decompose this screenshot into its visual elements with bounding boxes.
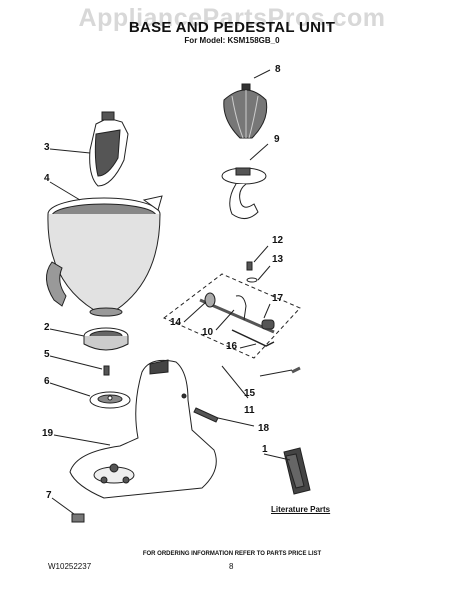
leader-line <box>239 343 257 349</box>
leader-line <box>263 453 291 461</box>
hinge-assembly-box <box>163 273 301 374</box>
leader-line <box>253 245 269 263</box>
clamping-plate-part <box>83 327 129 351</box>
callout-15: 15 <box>244 388 256 399</box>
screw-part <box>103 365 110 376</box>
dough-hook-part <box>221 167 267 219</box>
leader-line <box>215 309 235 331</box>
model-line: For Model: KSM158GB_0 <box>184 36 280 45</box>
literature-parts-label: Literature Parts <box>271 505 331 514</box>
leader-line <box>263 303 271 319</box>
ordering-note: FOR ORDERING INFORMATION REFER TO PARTS … <box>142 551 322 557</box>
leader-line <box>217 417 255 427</box>
leader-line <box>249 143 269 161</box>
callout-3: 3 <box>44 142 50 153</box>
callout-19: 19 <box>42 428 54 439</box>
callout-12: 12 <box>272 235 284 246</box>
leader-line <box>221 365 249 399</box>
document-number: W10252237 <box>48 562 92 571</box>
flat-beater-part <box>89 111 129 187</box>
watermark: AppliancePartsPros.com <box>78 4 386 32</box>
leader-line <box>49 382 91 397</box>
callout-16: 16 <box>226 341 238 352</box>
callout-13: 13 <box>272 254 284 265</box>
leader-line <box>183 301 207 323</box>
rubber-foot-part <box>71 513 85 523</box>
wire-whip-part <box>223 83 268 139</box>
leader-line <box>257 265 271 281</box>
callout-11: 11 <box>244 405 255 416</box>
leader-line <box>49 148 91 154</box>
callout-14: 14 <box>170 317 182 328</box>
callout-2: 2 <box>44 322 50 333</box>
page-number: 8 <box>229 562 234 571</box>
leader-line <box>49 181 81 201</box>
mixing-bowl-part <box>46 195 163 317</box>
leader-line <box>51 497 75 515</box>
callout-4: 4 <box>44 173 50 184</box>
callout-8: 8 <box>275 64 281 75</box>
callout-18: 18 <box>258 423 270 434</box>
base-pedestal-part <box>69 359 217 499</box>
callout-7: 7 <box>46 490 52 501</box>
leader-line <box>53 434 111 446</box>
callout-5: 5 <box>44 349 50 360</box>
callout-9: 9 <box>274 134 280 145</box>
callout-10: 10 <box>202 327 214 338</box>
callout-1: 1 <box>262 444 268 455</box>
literature-booklet-part <box>283 447 311 495</box>
page-title: BASE AND PEDESTAL UNIT <box>128 19 336 36</box>
callout-6: 6 <box>44 376 50 387</box>
bowl-plate-part <box>89 391 131 409</box>
leader-line <box>253 69 271 79</box>
leader-line <box>49 328 85 337</box>
hinge-pin-part <box>193 407 219 423</box>
callout-17: 17 <box>272 293 284 304</box>
leader-line <box>49 355 103 370</box>
screw-washer-parts <box>246 261 258 283</box>
leader-line <box>259 369 293 377</box>
